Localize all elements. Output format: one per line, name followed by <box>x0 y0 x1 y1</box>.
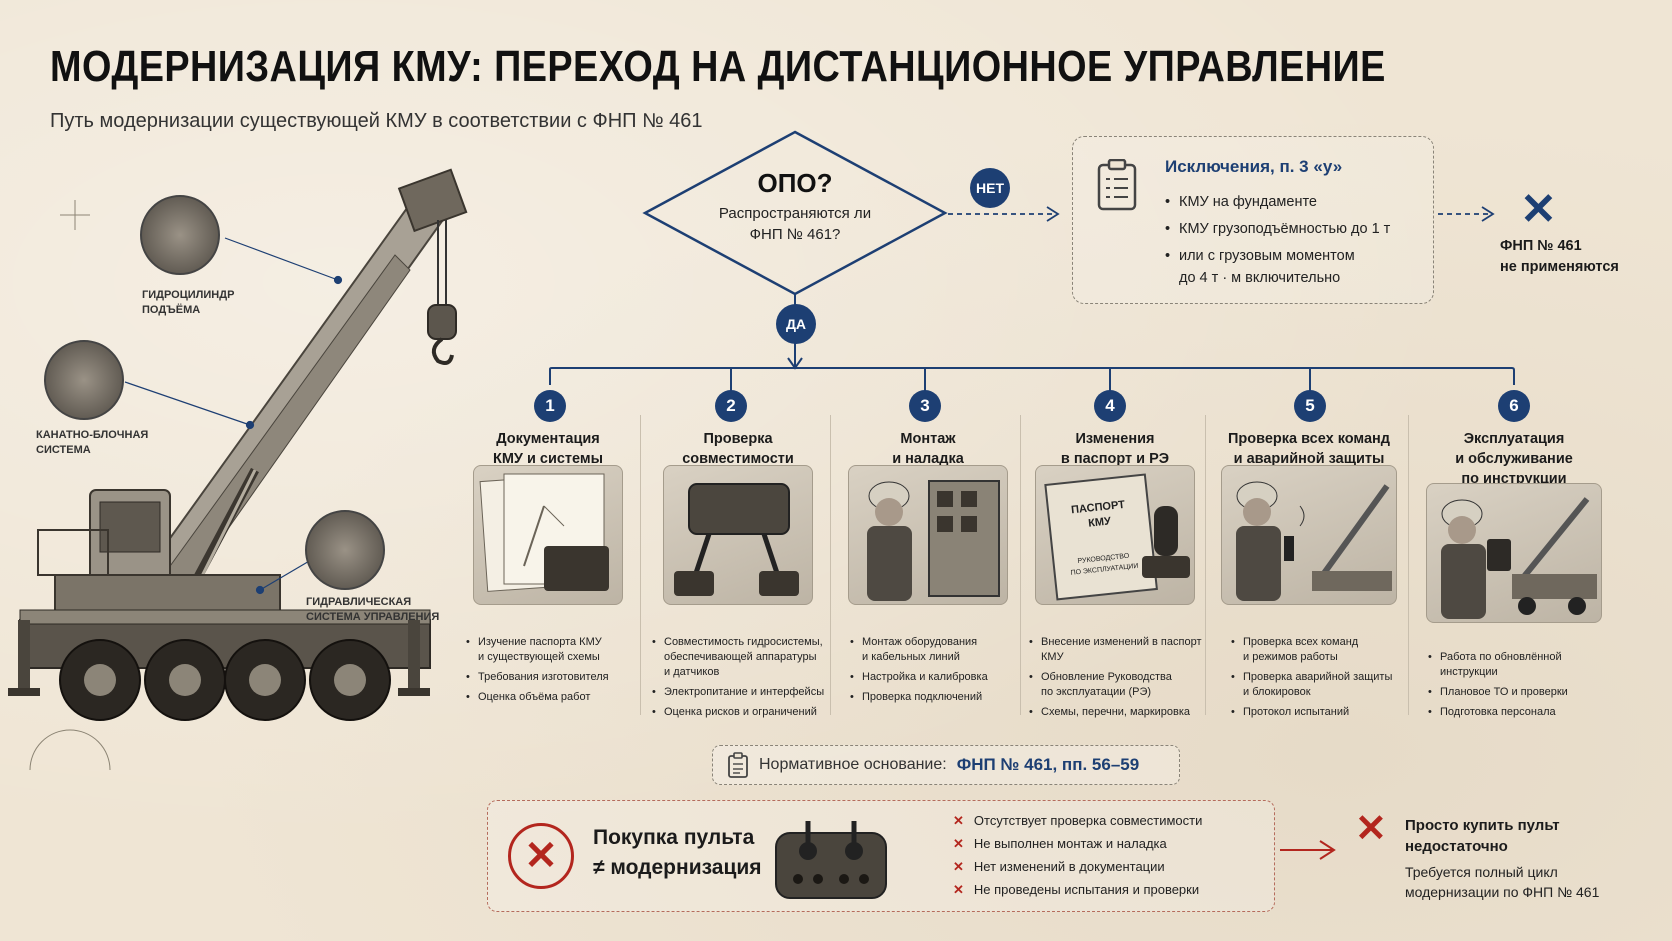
documents-illustration <box>473 465 623 605</box>
step-3-number: 3 <box>909 390 941 422</box>
exceptions-box: Исключения, п. 3 «у» КМУ на фундаменте К… <box>1072 136 1434 304</box>
exceptions-item: или с грузовым моментом <box>1165 245 1390 267</box>
normative-label: Нормативное основание: <box>759 756 947 773</box>
decision-question: ОПО? <box>757 168 833 198</box>
step-2-number: 2 <box>715 390 747 422</box>
step-bullet: Совместимость гидросистемы,обеспечивающе… <box>652 635 824 680</box>
step-bullet: Настройка и калибровка <box>850 670 988 685</box>
cross-icon: ✕ <box>953 836 964 851</box>
hydro-cylinder-detail <box>140 195 220 275</box>
normative-value: ФНП № 461, пп. 56–59 <box>956 755 1140 774</box>
cross-icon: ✕ <box>1520 185 1557 234</box>
red-cross-icon: ✕ <box>1355 808 1387 850</box>
step-bullet: Схемы, перечни, маркировка <box>1029 705 1201 720</box>
purchase-issues-list: ✕Отсутствует проверка совместимости ✕Не … <box>953 809 1202 901</box>
cross-icon: ✕ <box>953 813 964 828</box>
step-bullet: Электропитание и интерфейсы <box>652 685 824 700</box>
step-divider <box>830 415 831 715</box>
clipboard-icon <box>728 752 748 778</box>
crane-illustration <box>8 168 468 770</box>
step-4-number: 4 <box>1094 390 1126 422</box>
step-1-number: 1 <box>534 390 566 422</box>
svg-text:ПАСПОРТ: ПАСПОРТ <box>1071 499 1126 517</box>
testing-crane-illustration <box>1221 465 1397 605</box>
page-subtitle: Путь модернизации существующей КМУ в соо… <box>50 110 703 132</box>
installation-worker-illustration <box>848 465 1008 605</box>
purchase-warning-box: ✕ Покупка пульта≠ модернизация ✕Отсутств… <box>487 800 1275 912</box>
issue-item: ✕Не проведены испытания и проверки <box>953 878 1202 901</box>
step-bullet: Подготовка персонала <box>1428 705 1568 720</box>
rope-block-detail <box>44 340 124 420</box>
yes-badge: ДА <box>776 304 816 344</box>
step-2-bullets: Совместимость гидросистемы,обеспечивающе… <box>652 635 824 725</box>
step-divider <box>1408 415 1409 715</box>
step-bullet: Протокол испытаний <box>1231 705 1392 720</box>
remote-control-illustration <box>775 821 887 899</box>
purchase-text: Покупка пульта≠ модернизация <box>593 826 762 879</box>
step-6-number: 6 <box>1498 390 1530 422</box>
step-bullet: Плановое ТО и проверки <box>1428 685 1568 700</box>
connector-box-illustration <box>663 465 813 605</box>
exceptions-item-continued: до 4 т · м включительно <box>1179 270 1341 286</box>
step-divider <box>1020 415 1021 715</box>
step-bullet: Требования изготовителя <box>466 670 609 685</box>
step-bullet: Оценка объёма работ <box>466 690 609 705</box>
page-title: МОДЕРНИЗАЦИЯ КМУ: ПЕРЕХОД НА ДИСТАНЦИОНН… <box>50 42 1386 91</box>
normative-basis: Нормативное основание: ФНП № 461, пп. 56… <box>712 745 1180 785</box>
exceptions-item: КМУ грузоподъёмностью до 1 т <box>1165 218 1390 240</box>
passport-illustration: ПАСПОРТ КМУ РУКОВОДСТВО ПО ЭКСПЛУАТАЦИИ <box>1035 465 1195 605</box>
step-bullet: Оценка рисков и ограничений <box>652 705 824 720</box>
step-divider <box>640 415 641 715</box>
cross-icon: ✕ <box>953 882 964 897</box>
exceptions-title: Исключения, п. 3 «у» <box>1165 157 1343 176</box>
step-bullet: Проверка подключений <box>850 690 988 705</box>
clipboard-icon <box>1097 159 1137 211</box>
step-5-number: 5 <box>1294 390 1326 422</box>
hydraulic-system-detail <box>305 510 385 590</box>
svg-text:КМУ: КМУ <box>1088 515 1112 529</box>
step-divider <box>1205 415 1206 715</box>
red-cross-icon: ✕ <box>508 823 574 889</box>
issue-item: ✕Не выполнен монтаж и наладка <box>953 832 1202 855</box>
issue-item: ✕Нет изменений в документации <box>953 855 1202 878</box>
cross-icon: ✕ <box>953 859 964 874</box>
no-badge: НЕТ <box>970 168 1010 208</box>
issue-item: ✕Отсутствует проверка совместимости <box>953 809 1202 832</box>
operation-illustration <box>1426 483 1602 623</box>
exceptions-list: КМУ на фундаменте КМУ грузоподъёмностью … <box>1165 191 1390 289</box>
exceptions-item: КМУ на фундаменте <box>1165 191 1390 213</box>
